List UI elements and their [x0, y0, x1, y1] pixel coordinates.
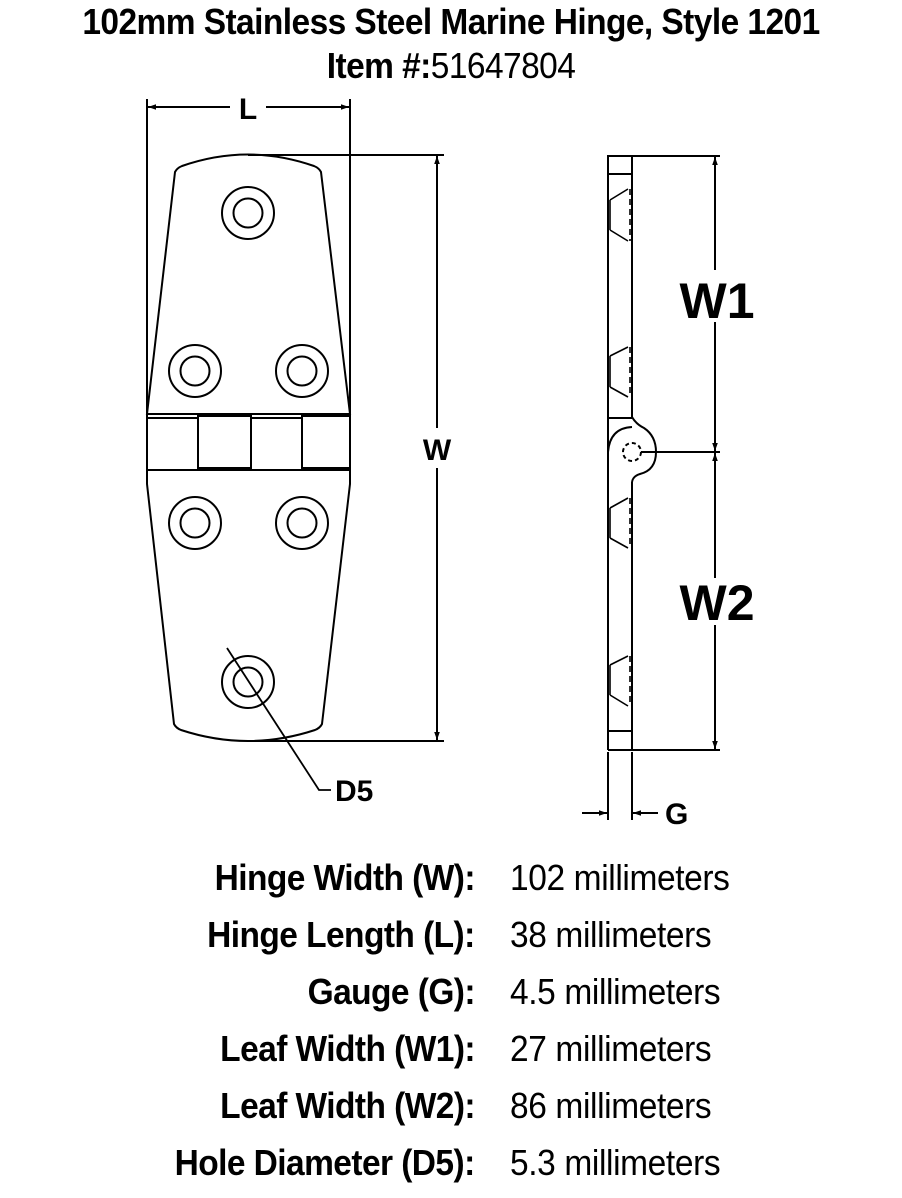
side-view [582, 155, 720, 820]
hole-countersink [275, 496, 329, 550]
spec-row-hole-diameter: Hole Diameter (D5): 5.3 millimeters [0, 1142, 902, 1198]
hole-countersink [221, 655, 275, 709]
hole [179, 507, 211, 539]
spec-row-hinge-length: Hinge Length (L): 38 millimeters [0, 914, 902, 970]
item-number-line: Item #:51647804 [32, 46, 871, 86]
bottom-leaf-outline [146, 469, 351, 742]
gauge-label: G [665, 798, 688, 831]
hole [286, 355, 318, 387]
hole-diameter-leader [226, 647, 331, 791]
spec-label: Hole Diameter (D5): [174, 1142, 476, 1183]
leaf1-label: W1 [680, 273, 755, 329]
hole [179, 355, 211, 387]
spec-label: Gauge (G): [307, 971, 476, 1012]
technical-drawing: L W D5 [145, 93, 755, 831]
countersunk-hole-hidden [609, 188, 631, 707]
hinge-pin [622, 442, 642, 462]
spec-row-hinge-width: Hinge Width (W): 102 millimeters [0, 857, 902, 913]
spec-value: 27 millimeters [510, 1028, 712, 1069]
hole-diameter-label: D5 [335, 775, 373, 808]
spec-value: 5.3 millimeters [510, 1142, 721, 1183]
side-knuckle [631, 416, 658, 483]
spec-row-leaf-width-w1: Leaf Width (W1): 27 millimeters [0, 1028, 902, 1084]
spec-value: 38 millimeters [510, 914, 712, 955]
hole-countersink [168, 496, 222, 550]
spec-label: Hinge Width (W): [214, 857, 476, 898]
hole-countersink [275, 344, 329, 398]
spec-value: 86 millimeters [510, 1085, 712, 1126]
length-label: L [239, 93, 257, 126]
spec-row-gauge: Gauge (G): 4.5 millimeters [0, 971, 902, 1027]
hole [286, 507, 318, 539]
leaf2-label: W2 [680, 575, 755, 631]
spec-label: Leaf Width (W1): [220, 1028, 475, 1069]
side-top-leaf [607, 155, 633, 750]
hole-countersink [221, 186, 275, 240]
spec-value: 4.5 millimeters [510, 971, 721, 1012]
hole [232, 666, 264, 698]
item-number-value: 51647804 [430, 45, 576, 86]
spec-row-leaf-width-w2: Leaf Width (W2): 86 millimeters [0, 1085, 902, 1141]
hole [232, 197, 264, 229]
top-leaf-outline [145, 153, 352, 415]
product-title: 102mm Stainless Steel Marine Hinge, Styl… [82, 1, 820, 42]
spec-label: Leaf Width (W2): [220, 1085, 475, 1126]
hole-countersink [168, 344, 222, 398]
hinge-knuckle [146, 415, 351, 471]
width-label: W [423, 434, 452, 467]
spec-value: 102 millimeters [510, 857, 730, 898]
item-number-label: Item #: [326, 45, 432, 86]
spec-label: Hinge Length (L): [207, 914, 475, 955]
front-view [145, 99, 444, 791]
